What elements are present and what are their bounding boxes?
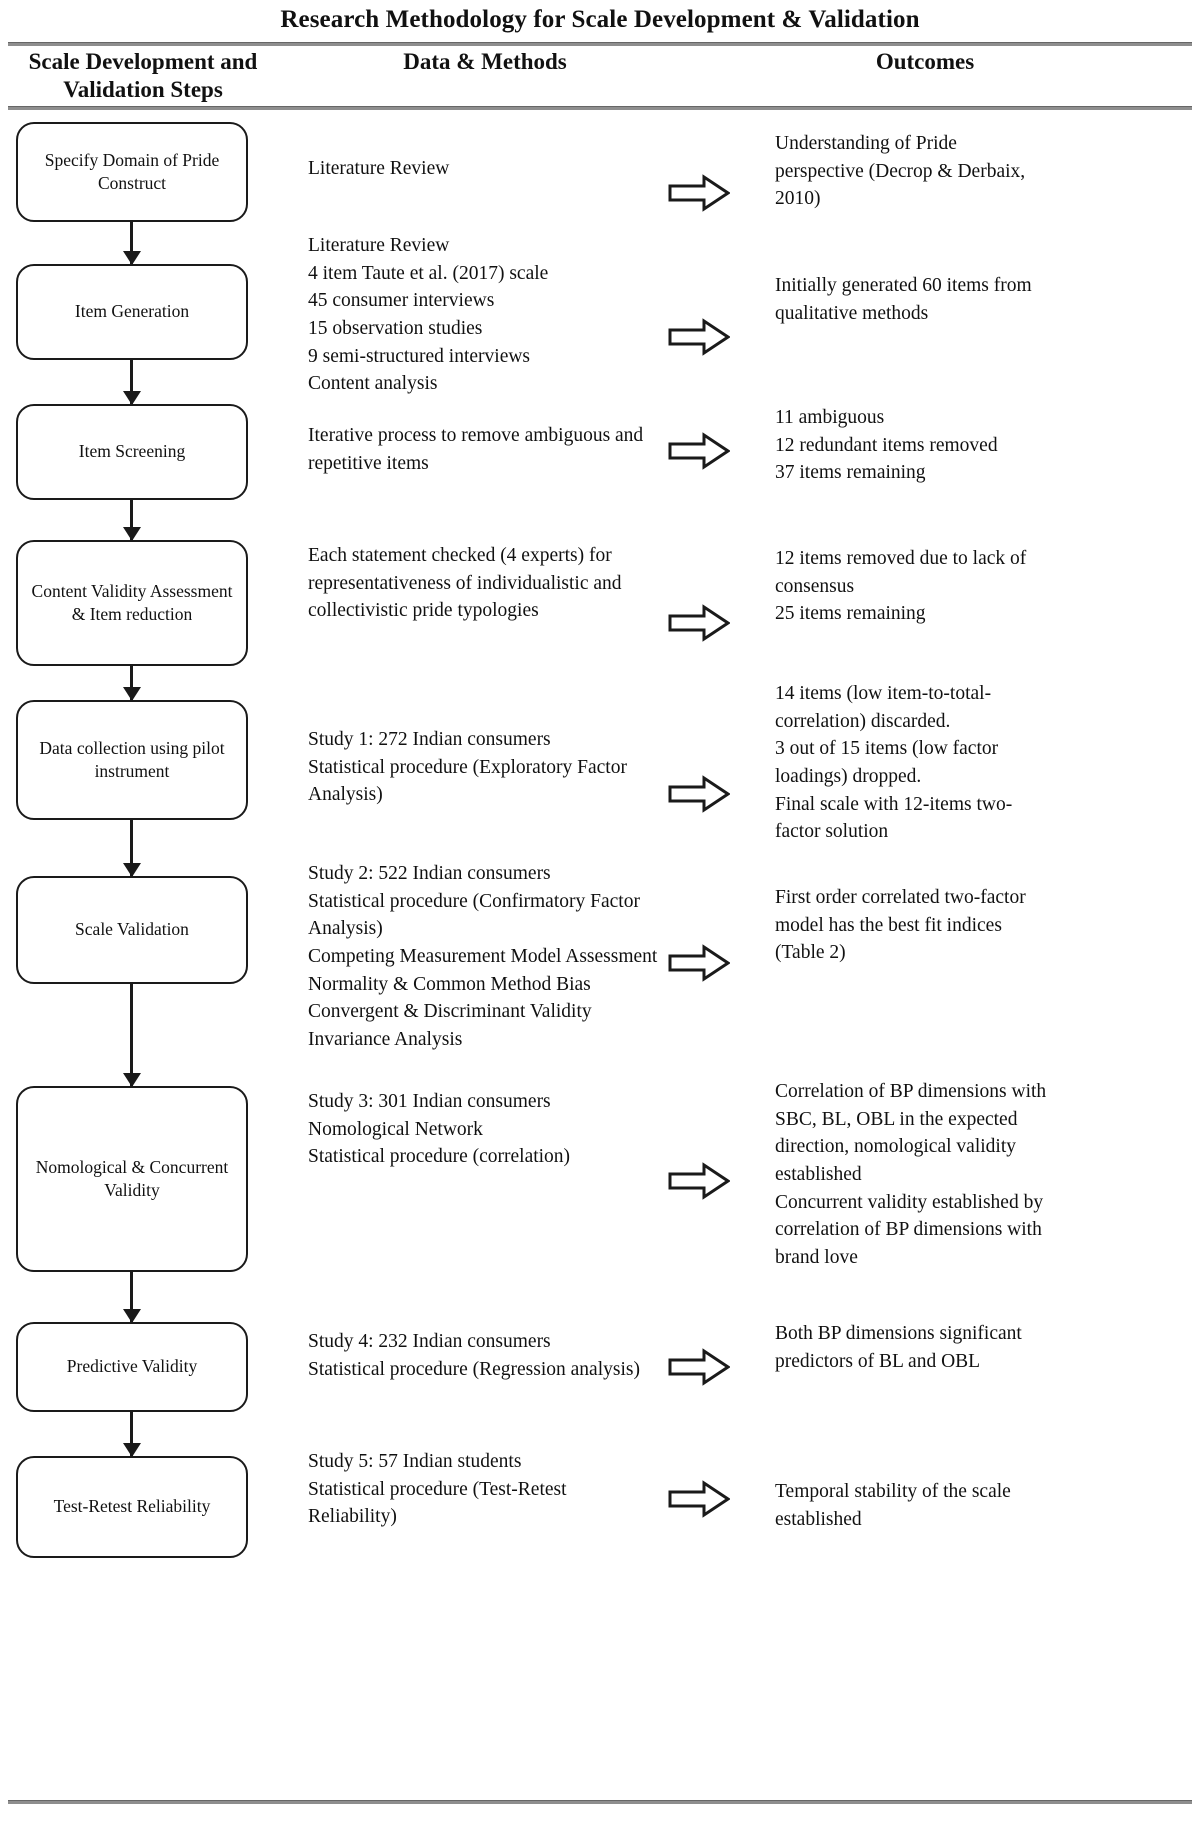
block-arrow-right-icon [668, 944, 730, 982]
step-label: Nomological & Concurrent Validity [35, 1156, 229, 1200]
outcomes-line: Both BP dimensions significant predictor… [775, 1323, 1022, 1372]
methods-line: Study 5: 57 Indian students [308, 1451, 522, 1472]
block-arrow-right-icon [668, 1162, 730, 1200]
block-arrow-right-icon [668, 604, 730, 642]
outcomes-line: Understanding of Pride perspective (Decr… [775, 133, 1026, 210]
outcomes-line: 37 items remaining [775, 462, 926, 484]
methods-cell-item-generation: Literature Review 4 item Taute et al. (2… [308, 232, 668, 398]
block-arrow-right-icon [668, 1480, 730, 1518]
methods-cell-item-screening: Iterative process to remove ambiguous an… [308, 422, 648, 477]
methods-line: Nomological Network [308, 1118, 483, 1140]
block-arrow-right-icon [668, 318, 730, 356]
methods-line: Statistical procedure (Exploratory Facto… [308, 756, 627, 806]
step-box-content-validity[interactable]: Content Validity Assessment & Item reduc… [16, 540, 248, 666]
outcomes-line: Temporal stability of the scale establis… [775, 1481, 1011, 1530]
methods-line: Each statement checked (4 experts) for r… [308, 545, 622, 622]
outcomes-line: 12 items removed due to lack of consensu… [775, 548, 1027, 597]
methods-line: Study 1: 272 Indian consumers [308, 729, 551, 750]
methods-line: Literature Review [308, 235, 450, 256]
down-arrow-connector-icon [122, 984, 141, 1087]
step-box-predictive-validity[interactable]: Predictive Validity [16, 1322, 248, 1412]
methods-line: Iterative process to remove ambiguous an… [308, 425, 644, 474]
outcomes-line: First order correlated two-factor model … [775, 887, 1026, 964]
outcomes-line: 12 redundant items removed [775, 434, 998, 456]
column-header-steps: Scale Development and Validation Steps [28, 49, 258, 103]
methods-line: Normality & Common Method Bias [308, 973, 591, 995]
outcomes-line: Final scale with 12-items two-factor sol… [775, 793, 1013, 843]
step-box-item-generation[interactable]: Item Generation [16, 264, 248, 360]
step-label: Item Generation [74, 301, 190, 322]
column-header-outcomes: Outcomes [875, 49, 975, 74]
outcomes-cell-test-retest: Temporal stability of the scale establis… [775, 1478, 1043, 1533]
down-arrow-connector-icon [122, 360, 141, 405]
header-rule-top [8, 42, 1192, 46]
methods-cell-nomological-validity: Study 3: 301 Indian consumers Nomologica… [308, 1088, 660, 1171]
down-arrow-connector-icon [122, 500, 141, 541]
step-box-item-screening[interactable]: Item Screening [16, 404, 248, 500]
step-label: Data collection using pilot instrument [39, 737, 225, 781]
down-arrow-connector-icon [122, 1272, 141, 1323]
methods-cell-test-retest: Study 5: 57 Indian students Statistical … [308, 1448, 660, 1531]
block-arrow-right-icon [668, 1348, 730, 1386]
footer-rule [8, 1800, 1192, 1804]
methods-line: Statistical procedure (Test-Retest Relia… [308, 1478, 567, 1528]
outcomes-line: 3 out of 15 items (low factor loadings) … [775, 738, 999, 788]
outcomes-cell-scale-validation: First order correlated two-factor model … [775, 884, 1043, 967]
outcomes-cell-item-generation: Initially generated 60 items from qualit… [775, 272, 1043, 327]
outcomes-line: Initially generated 60 items from qualit… [775, 275, 1032, 324]
down-arrow-connector-icon [122, 222, 141, 265]
figure-title: Research Methodology for Scale Developme… [280, 6, 920, 33]
outcomes-line: 25 items remaining [775, 603, 926, 625]
methods-line: Study 4: 232 Indian consumers [308, 1331, 551, 1352]
outcomes-cell-data-collection: 14 items (low item-to-total-correlation)… [775, 680, 1043, 846]
down-arrow-connector-icon [122, 820, 141, 877]
step-label: Predictive Validity [66, 1356, 198, 1377]
step-label: Test-Retest Reliability [53, 1496, 211, 1517]
methods-cell-data-collection: Study 1: 272 Indian consumers Statistica… [308, 726, 660, 809]
methods-cell-scale-validation: Study 2: 522 Indian consumers Statistica… [308, 860, 660, 1054]
step-box-test-retest[interactable]: Test-Retest Reliability [16, 1456, 248, 1558]
outcomes-cell-specify-domain: Understanding of Pride perspective (Decr… [775, 130, 1043, 213]
header-rule-bottom [8, 106, 1192, 110]
methods-cell-content-validity: Each statement checked (4 experts) for r… [308, 542, 660, 625]
methods-line: 15 observation studies [308, 318, 483, 340]
methods-line: 45 consumer interviews [308, 290, 495, 312]
step-label: Specify Domain of Pride Construct [44, 149, 220, 193]
step-label: Content Validity Assessment & Item reduc… [31, 580, 233, 624]
step-box-specify-domain[interactable]: Specify Domain of Pride Construct [16, 122, 248, 222]
methods-line: 4 item Taute et al. (2017) scale [308, 262, 549, 284]
methods-line: Statistical procedure (Confirmatory Fact… [308, 890, 640, 940]
outcomes-cell-content-validity: 12 items removed due to lack of consensu… [775, 545, 1043, 628]
methods-line: Statistical procedure (correlation) [308, 1146, 571, 1168]
methods-line: Content analysis [308, 373, 438, 395]
step-box-data-collection[interactable]: Data collection using pilot instrument [16, 700, 248, 820]
step-label: Scale Validation [75, 919, 189, 940]
methods-line: 9 semi-structured interviews [308, 345, 531, 367]
methods-cell-predictive-validity: Study 4: 232 Indian consumers Statistica… [308, 1328, 660, 1383]
step-box-scale-validation[interactable]: Scale Validation [16, 876, 248, 984]
methods-line: Convergent & Discriminant Validity [308, 1001, 592, 1023]
methods-cell-specify-domain: Literature Review [308, 155, 668, 183]
down-arrow-connector-icon [122, 1412, 141, 1457]
outcomes-line: 14 items (low item-to-total-correlation)… [775, 683, 992, 732]
methods-line: Literature Review [308, 158, 450, 179]
down-arrow-connector-icon [122, 666, 141, 701]
methods-line: Statistical procedure (Regression analys… [308, 1358, 640, 1380]
outcomes-cell-item-screening: 11 ambiguous 12 redundant items removed … [775, 404, 1043, 487]
step-label: Item Screening [78, 441, 186, 462]
methods-line: Invariance Analysis [308, 1029, 463, 1051]
outcomes-cell-nomological-validity: Correlation of BP dimensions with SBC, B… [775, 1078, 1051, 1272]
outcomes-line: 11 ambiguous [775, 407, 885, 428]
outcomes-line: Concurrent validity established by corre… [775, 1191, 1044, 1269]
methods-line: Competing Measurement Model Assessment [308, 946, 658, 968]
block-arrow-right-icon [668, 432, 730, 470]
block-arrow-right-icon [668, 775, 730, 813]
methods-line: Study 3: 301 Indian consumers [308, 1091, 551, 1112]
block-arrow-right-icon [668, 174, 730, 212]
outcomes-line: Correlation of BP dimensions with SBC, B… [775, 1081, 1047, 1186]
step-box-nomological-validity[interactable]: Nomological & Concurrent Validity [16, 1086, 248, 1272]
column-header-methods: Data & Methods [403, 49, 567, 74]
outcomes-cell-predictive-validity: Both BP dimensions significant predictor… [775, 1320, 1043, 1375]
methods-line: Study 2: 522 Indian consumers [308, 863, 551, 884]
